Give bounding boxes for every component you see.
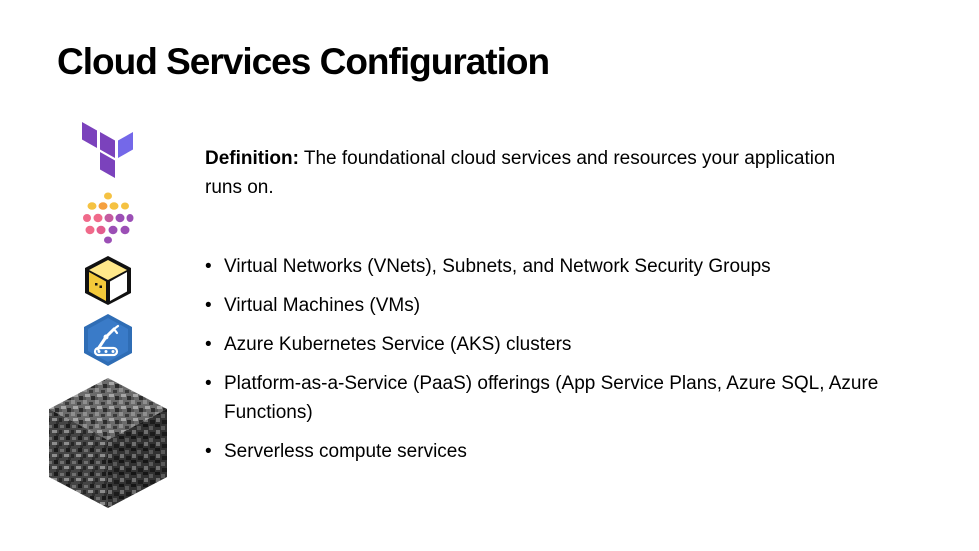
bedrock-block-icon xyxy=(47,376,169,510)
slide-title: Cloud Services Configuration xyxy=(57,41,550,82)
bullet-item-vms: Virtual Machines (VMs) xyxy=(205,291,925,320)
blue-hexagon-robot-arm-logo-icon xyxy=(82,313,134,367)
yellow-cube-logo-icon xyxy=(82,253,134,307)
definition-label: Definition: xyxy=(205,148,299,169)
terraform-logo-icon xyxy=(82,122,134,178)
definition-paragraph: Definition: The foundational cloud servi… xyxy=(205,144,845,202)
bullet-item-paas: Platform-as-a-Service (PaaS) offerings (… xyxy=(205,369,925,427)
bullet-item-serverless: Serverless compute services xyxy=(205,437,925,466)
dots-cluster-logo-icon xyxy=(82,192,134,244)
bullet-item-vnets: Virtual Networks (VNets), Subnets, and N… xyxy=(205,252,925,281)
definition-text: The foundational cloud services and reso… xyxy=(205,148,836,198)
bullet-list: Virtual Networks (VNets), Subnets, and N… xyxy=(205,252,925,476)
bullet-item-aks: Azure Kubernetes Service (AKS) clusters xyxy=(205,330,925,359)
